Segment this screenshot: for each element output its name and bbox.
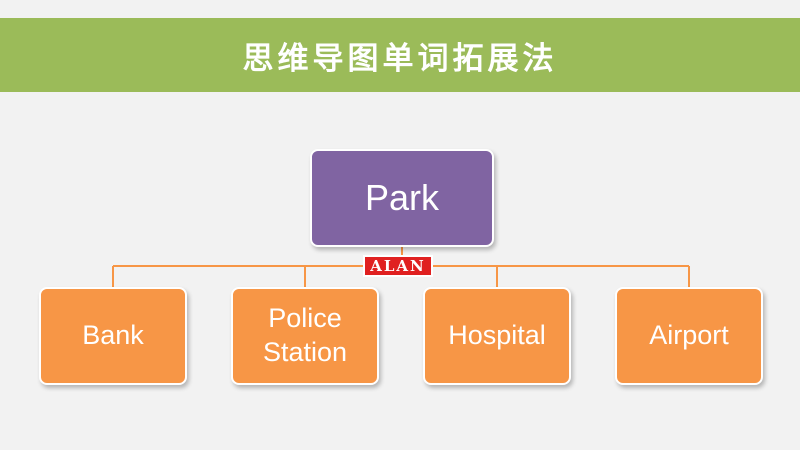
child-node-police-station: Police Station: [231, 287, 379, 385]
child-node-hospital: Hospital: [423, 287, 571, 385]
child-node-label: Hospital: [448, 320, 546, 351]
title-banner: 思维导图单词拓展法: [0, 18, 800, 92]
child-node-label: Police Station: [262, 303, 348, 367]
root-node-park: Park: [310, 149, 494, 247]
alan-watermark-logo: ALAN: [363, 255, 433, 277]
child-node-label: Bank: [82, 320, 144, 351]
watermark-text: ALAN: [370, 257, 426, 275]
child-node-label: Airport: [649, 320, 729, 351]
child-node-bank: Bank: [39, 287, 187, 385]
child-node-airport: Airport: [615, 287, 763, 385]
slide-title: 思维导图单词拓展法: [242, 40, 558, 77]
root-node-label: Park: [364, 177, 440, 218]
